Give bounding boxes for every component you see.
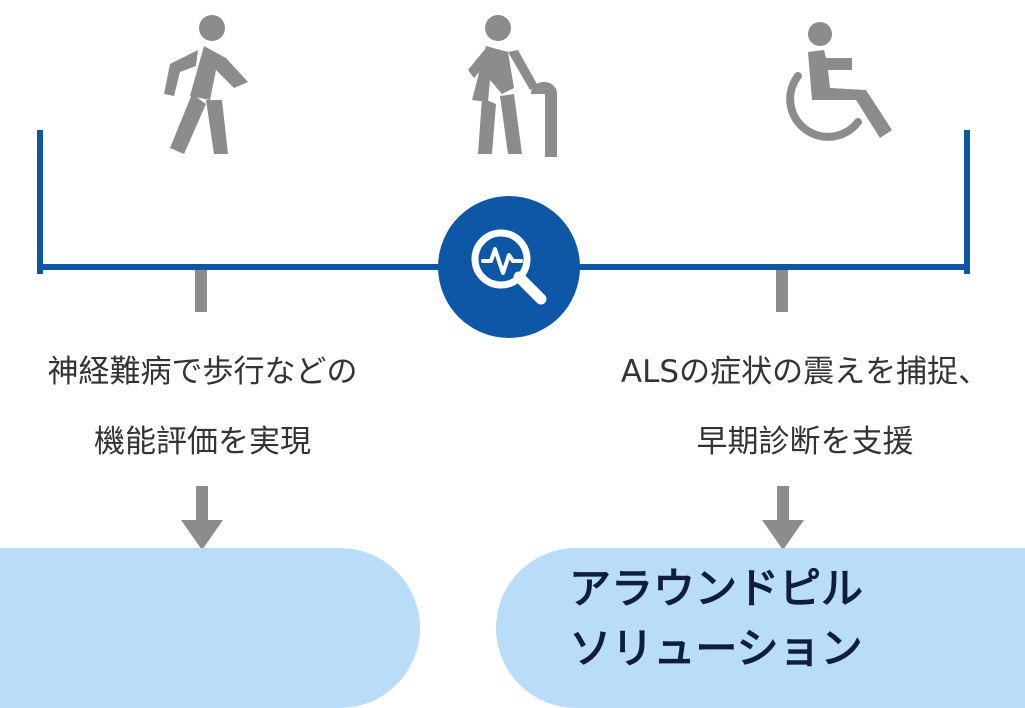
magnifier-pulse-icon: [459, 217, 559, 317]
left-solution-pill: [0, 548, 420, 708]
right-description-line1: ALSの症状の震えを捕捉、: [620, 354, 990, 390]
left-description: 神経難病で歩行などの 機能評価を実現: [0, 342, 405, 472]
walking-person-icon: [148, 8, 258, 158]
left-tick: [195, 270, 207, 312]
left-down-arrow-icon: [179, 486, 225, 552]
right-pill-line1: アラウンドピル: [568, 564, 863, 613]
right-description-line2: 早期診断を支援: [696, 424, 914, 460]
hub-circle: [438, 196, 580, 338]
right-solution-pill: アラウンドピル ソリューション: [496, 548, 1025, 708]
right-description: ALSの症状の震えを捕捉、 早期診断を支援: [585, 342, 1025, 472]
right-pill-line2: ソリューション: [569, 624, 863, 673]
bracket-left-arm: [37, 130, 43, 274]
elderly-with-cane-icon: [458, 8, 568, 158]
bracket-right-arm: [964, 130, 970, 274]
left-description-line1: 神経難病で歩行などの: [47, 354, 358, 390]
wheelchair-icon: [776, 18, 906, 148]
right-down-arrow-icon: [760, 486, 806, 552]
right-tick: [776, 270, 788, 312]
left-description-line2: 機能評価を実現: [94, 424, 311, 460]
